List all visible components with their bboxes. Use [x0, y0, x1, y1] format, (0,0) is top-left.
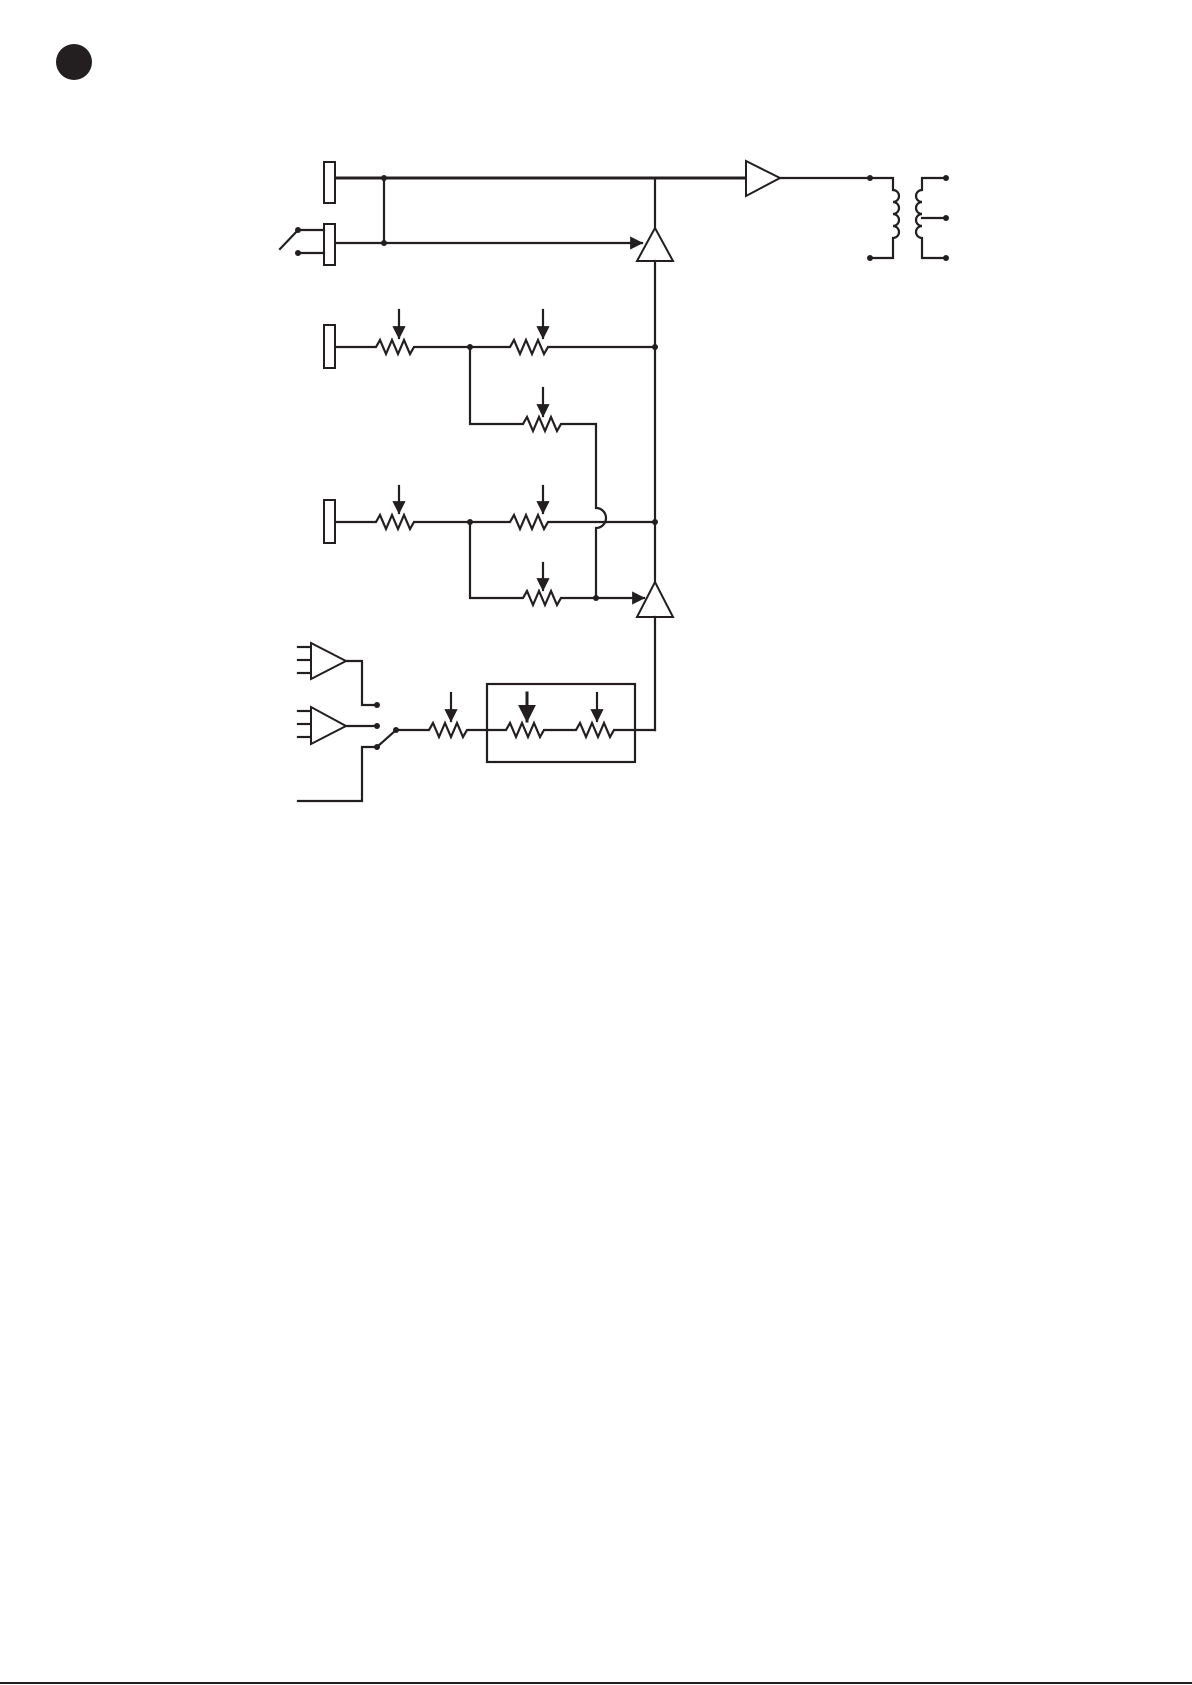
selector-chain-wire: [396, 723, 655, 737]
junction-dot: [381, 175, 387, 181]
input-jack-2-icon: [324, 224, 335, 265]
buffer-amplifier-1-icon: [298, 643, 346, 679]
contact-dot: [295, 250, 301, 256]
insert-switch-icon: [280, 230, 298, 249]
contact-dot: [374, 702, 380, 708]
source-selector-switch-icon: [377, 730, 396, 747]
output-transformer-icon: [870, 175, 949, 261]
channel-1-send-wire: [470, 347, 606, 598]
summing-amplifier-1-icon: [637, 228, 673, 261]
buffer-amplifier-2-icon: [298, 707, 346, 744]
aux-input-wire: [298, 747, 377, 801]
channel-2-wire: [336, 515, 655, 529]
input-jack-4-icon: [324, 500, 335, 543]
summing-amplifier-2-icon: [637, 582, 673, 617]
input-jack-3-icon: [324, 325, 335, 368]
junction-dot: [593, 595, 599, 601]
channel-2-send-wire: [470, 522, 644, 605]
contact-dot: [374, 723, 380, 729]
output-amplifier-icon: [746, 161, 780, 196]
buffer-1-output-wire: [346, 661, 377, 705]
channel-1-wire: [336, 340, 655, 354]
page-marker-dot-icon: [56, 44, 92, 80]
footer-rule: [0, 1682, 1192, 1684]
input-jack-1-icon: [324, 162, 335, 203]
junction-dot: [381, 240, 387, 246]
